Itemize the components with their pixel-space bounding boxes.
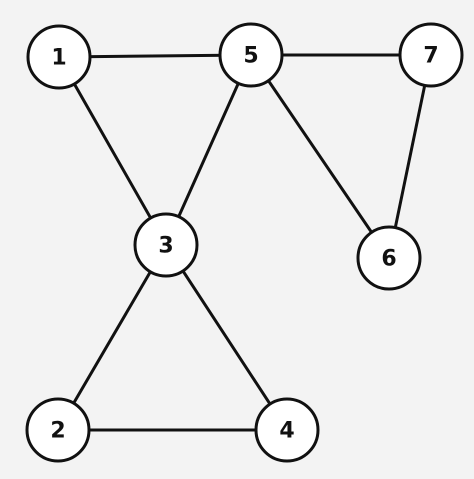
- node-label-7: 7: [423, 44, 438, 69]
- node-circle-4: [254, 397, 320, 463]
- node-2: 2: [25, 397, 91, 463]
- edge-5-3: [164, 53, 253, 247]
- node-circle-2: [25, 397, 91, 463]
- node-circle-1: [26, 24, 92, 90]
- node-label-2: 2: [50, 419, 65, 444]
- edge-3-2: [56, 243, 168, 432]
- node-7: 7: [398, 22, 464, 88]
- node-circle-5: [218, 22, 284, 88]
- nodes-layer: 1 5 7 3 6 2 4: [25, 22, 464, 463]
- node-5: 5: [218, 22, 284, 88]
- edge-5-6: [249, 53, 391, 260]
- edge-3-4: [164, 243, 289, 432]
- node-label-6: 6: [381, 247, 396, 272]
- node-6: 6: [356, 225, 422, 291]
- node-label-5: 5: [243, 44, 258, 69]
- node-1: 1: [26, 24, 92, 90]
- node-label-4: 4: [279, 419, 294, 444]
- node-circle-6: [356, 225, 422, 291]
- node-circle-3: [133, 212, 199, 278]
- node-label-1: 1: [51, 46, 66, 71]
- node-circle-7: [398, 22, 464, 88]
- edge-7-6: [387, 53, 433, 260]
- node-4: 4: [254, 397, 320, 463]
- edge-1-3: [57, 55, 168, 247]
- node-3: 3: [133, 212, 199, 278]
- node-label-3: 3: [158, 234, 173, 259]
